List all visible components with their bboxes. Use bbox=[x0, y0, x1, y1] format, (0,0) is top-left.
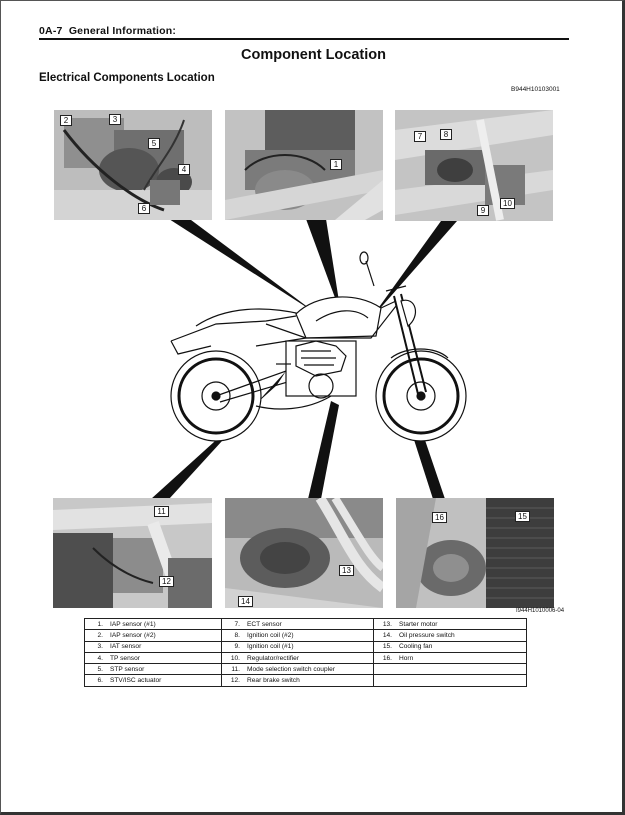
callout-13: 13 bbox=[339, 565, 354, 576]
callout-15: 15 bbox=[515, 511, 530, 522]
callout-5: 5 bbox=[148, 138, 160, 149]
callout-2: 2 bbox=[60, 115, 72, 126]
callout-11: 11 bbox=[154, 506, 169, 517]
legend-cell bbox=[373, 674, 527, 687]
legend-cell: 1.IAP sensor (#1) bbox=[84, 617, 222, 631]
table-row: 1.IAP sensor (#1) 7.ECT sensor 13.Starte… bbox=[84, 617, 527, 631]
legend-cell: 6.STV/ISC actuator bbox=[84, 674, 222, 687]
legend-table: 1.IAP sensor (#1) 7.ECT sensor 13.Starte… bbox=[84, 617, 527, 687]
table-row: 6.STV/ISC actuator 12.Rear brake switch bbox=[84, 674, 527, 687]
legend-cell: 13.Starter motor bbox=[373, 617, 527, 631]
photo-left-frame: 11 12 bbox=[53, 498, 212, 608]
callout-9: 9 bbox=[477, 205, 489, 216]
legend-cell: 15.Cooling fan bbox=[373, 640, 527, 653]
legend-cell: 16.Horn bbox=[373, 651, 527, 665]
legend-cell bbox=[373, 663, 527, 676]
photo-throttle-body: 2 3 5 4 6 bbox=[54, 110, 212, 220]
legend-cell: 5.STP sensor bbox=[84, 663, 222, 676]
legend-cell: 7.ECT sensor bbox=[221, 617, 374, 631]
callout-7: 7 bbox=[414, 131, 426, 142]
table-row: 5.STP sensor 11.Mode selection switch co… bbox=[84, 663, 527, 676]
page-title: Component Location bbox=[241, 47, 386, 63]
callout-8: 8 bbox=[440, 129, 452, 140]
callout-14: 14 bbox=[238, 596, 253, 607]
figure-code-bottom: I944H1010006-04 bbox=[516, 608, 565, 614]
callout-12: 12 bbox=[159, 576, 174, 587]
callout-3: 3 bbox=[109, 114, 121, 125]
photo-airbox: 1 bbox=[225, 110, 383, 220]
legend-cell: 12.Rear brake switch bbox=[221, 674, 374, 687]
section-subtitle: Electrical Components Location bbox=[39, 72, 215, 84]
figure-code-top: B944H10103001 bbox=[511, 86, 560, 93]
callout-6: 6 bbox=[138, 203, 150, 214]
photo-radiator: 16 15 bbox=[396, 498, 554, 608]
legend-cell: 11.Mode selection switch coupler bbox=[221, 663, 374, 676]
callout-4: 4 bbox=[178, 164, 190, 175]
page-header: 0A-7 General Information: bbox=[39, 25, 176, 37]
callout-1: 1 bbox=[330, 159, 342, 170]
table-row: 2.IAP sensor (#2) 8.Ignition coil (#2) 1… bbox=[84, 629, 527, 642]
legend-cell: 4.TP sensor bbox=[84, 651, 222, 665]
callout-16: 16 bbox=[432, 512, 447, 523]
section-number: 0A-7 bbox=[39, 25, 63, 37]
table-row: 3.IAT sensor 9.Ignition coil (#1) 15.Coo… bbox=[84, 640, 527, 653]
legend-cell: 8.Ignition coil (#2) bbox=[221, 629, 374, 642]
photo-rear-frame: 7 8 9 10 bbox=[395, 110, 553, 221]
legend-cell: 2.IAP sensor (#2) bbox=[84, 629, 222, 642]
header-rule bbox=[39, 38, 569, 40]
legend-cell: 3.IAT sensor bbox=[84, 640, 222, 653]
motorcycle-illustration bbox=[170, 251, 467, 442]
section-title: General Information: bbox=[68, 25, 177, 37]
legend-cell: 9.Ignition coil (#1) bbox=[221, 640, 374, 653]
table-row: 4.TP sensor 10.Regulator/rectifier 16.Ho… bbox=[84, 651, 527, 665]
photo-engine-lower: 13 14 bbox=[225, 498, 383, 608]
legend-cell: 14.Oil pressure switch bbox=[373, 629, 527, 642]
legend-cell: 10.Regulator/rectifier bbox=[221, 651, 374, 665]
callout-10: 10 bbox=[500, 198, 515, 209]
